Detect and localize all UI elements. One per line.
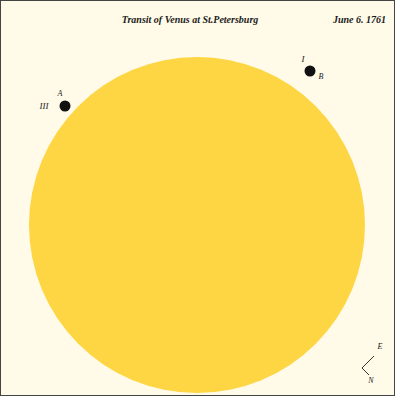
contact-number: I — [302, 55, 305, 64]
contact-letter: A — [58, 90, 63, 98]
compass-north-arm — [362, 368, 369, 375]
contact-letter: B — [319, 73, 324, 81]
compass-north: N — [368, 377, 373, 385]
date-label: June 6. 1761 — [333, 15, 386, 25]
diagram-title: Transit of Venus at St.Petersburg — [122, 15, 259, 25]
compass-east-arm — [362, 356, 374, 368]
contact-number: III — [40, 102, 49, 111]
venus-contact-b — [305, 66, 316, 77]
sun-disc — [29, 57, 365, 393]
venus-contact-a — [60, 101, 71, 112]
compass-east: E — [378, 343, 383, 351]
